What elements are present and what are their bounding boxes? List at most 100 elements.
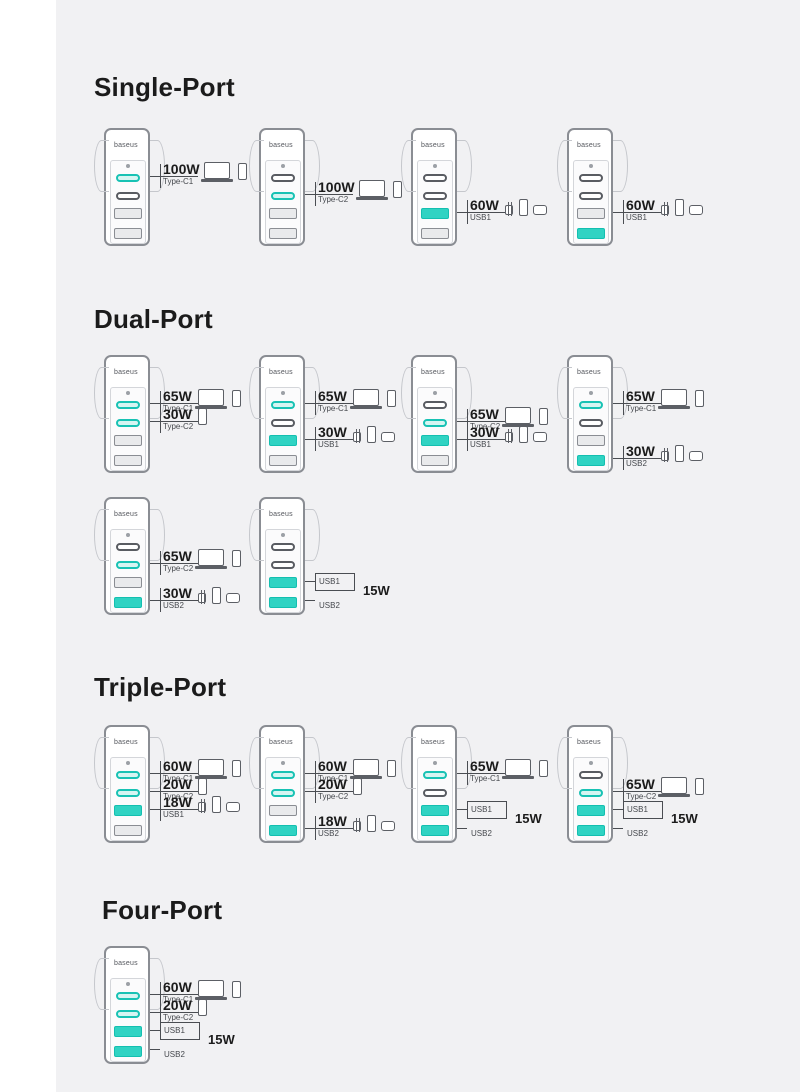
wattage-label: 65W [318, 388, 347, 404]
port-label: USB1 [318, 440, 339, 449]
plug-prong-right [150, 367, 165, 419]
port-label: USB1 [626, 213, 647, 222]
plug-prong-right [613, 140, 628, 192]
port-usb2 [269, 455, 297, 466]
plug-prong-right [305, 367, 320, 419]
plug-prong-right [305, 509, 320, 561]
led-indicator [281, 391, 285, 395]
port-label: Type-C2 [318, 195, 349, 204]
laptop-icon [201, 162, 233, 182]
wattage-label: 65W [626, 388, 655, 404]
led-indicator [433, 391, 437, 395]
port-type-c1 [579, 174, 603, 182]
charger: baseus [94, 355, 165, 473]
connector-line [613, 212, 623, 213]
port-label: Type-C1 [318, 404, 349, 413]
port-type-c2 [271, 561, 295, 569]
label-underline [467, 773, 505, 774]
connector-line [613, 458, 623, 459]
port-usb2 [114, 825, 142, 836]
laptop-icon [195, 980, 227, 1000]
plug-prong-right [150, 140, 165, 192]
brand-logo: baseus [114, 960, 138, 967]
phone-icon [367, 815, 376, 832]
port-type-c2 [116, 561, 140, 569]
brand-logo: baseus [269, 739, 293, 746]
connector-line [150, 421, 160, 422]
connector-line [150, 791, 160, 792]
port-label: Type-C2 [318, 792, 349, 801]
connector-line-usb2 [305, 600, 315, 601]
port-usb2 [114, 1046, 142, 1057]
port-usb1 [114, 208, 142, 219]
wattage-label: 20W [163, 997, 192, 1013]
plug-prong-left [249, 367, 264, 419]
connector-line-usb1 [613, 809, 623, 810]
connector-line [305, 791, 315, 792]
phone-icon [387, 390, 396, 407]
charger: baseus [401, 725, 472, 843]
brand-logo: baseus [114, 511, 138, 518]
port-type-c2 [116, 789, 140, 797]
plug-prong-right [457, 140, 472, 192]
brand-logo: baseus [114, 369, 138, 376]
port-usb2 [269, 825, 297, 836]
led-indicator [126, 761, 130, 765]
port-type-c2 [579, 419, 603, 427]
earbuds-icon [533, 432, 547, 442]
wattage-label: 100W [318, 179, 355, 195]
charger: baseus [557, 355, 628, 473]
wattage-label: 60W [163, 758, 192, 774]
phone-icon [198, 778, 207, 795]
port-usb2 [577, 825, 605, 836]
watch-icon [505, 202, 513, 216]
port-label: USB1 [470, 440, 491, 449]
brand-logo: baseus [114, 142, 138, 149]
connector-line [305, 194, 315, 195]
phone-icon [675, 445, 684, 462]
charger: baseus [249, 725, 320, 843]
led-indicator [589, 761, 593, 765]
laptop-icon [502, 407, 534, 427]
label-underline [160, 403, 198, 404]
connector-line [150, 809, 160, 810]
watch-icon [661, 202, 669, 216]
plug-prong-right [305, 737, 320, 789]
port-label: USB2 [626, 459, 647, 468]
phone-icon [198, 408, 207, 425]
phone-icon [519, 199, 528, 216]
port-type-c2 [271, 192, 295, 200]
port-type-c1 [116, 992, 140, 1000]
laptop-icon [356, 180, 388, 200]
port-usb1 [421, 435, 449, 446]
shared-port-box [315, 573, 355, 591]
phone-icon [212, 796, 221, 813]
laptop-icon [195, 549, 227, 569]
plug-prong-left [557, 140, 572, 192]
phone-icon [393, 181, 402, 198]
port-type-c2 [423, 192, 447, 200]
port-usb1 [269, 435, 297, 446]
brand-logo: baseus [421, 369, 445, 376]
earbuds-icon [533, 205, 547, 215]
port-usb2 [577, 228, 605, 239]
earbuds-icon [226, 802, 240, 812]
port-type-c2 [423, 419, 447, 427]
wattage-label: 20W [163, 776, 192, 792]
connector-line [457, 212, 467, 213]
port-usb1 [269, 208, 297, 219]
label-underline [160, 176, 198, 177]
charger: baseus [249, 355, 320, 473]
port-type-c2 [423, 789, 447, 797]
phone-icon [198, 999, 207, 1016]
port-label: Type-C1 [163, 177, 194, 186]
phone-icon [238, 163, 247, 180]
phone-icon [232, 760, 241, 777]
label-underline [160, 421, 198, 422]
